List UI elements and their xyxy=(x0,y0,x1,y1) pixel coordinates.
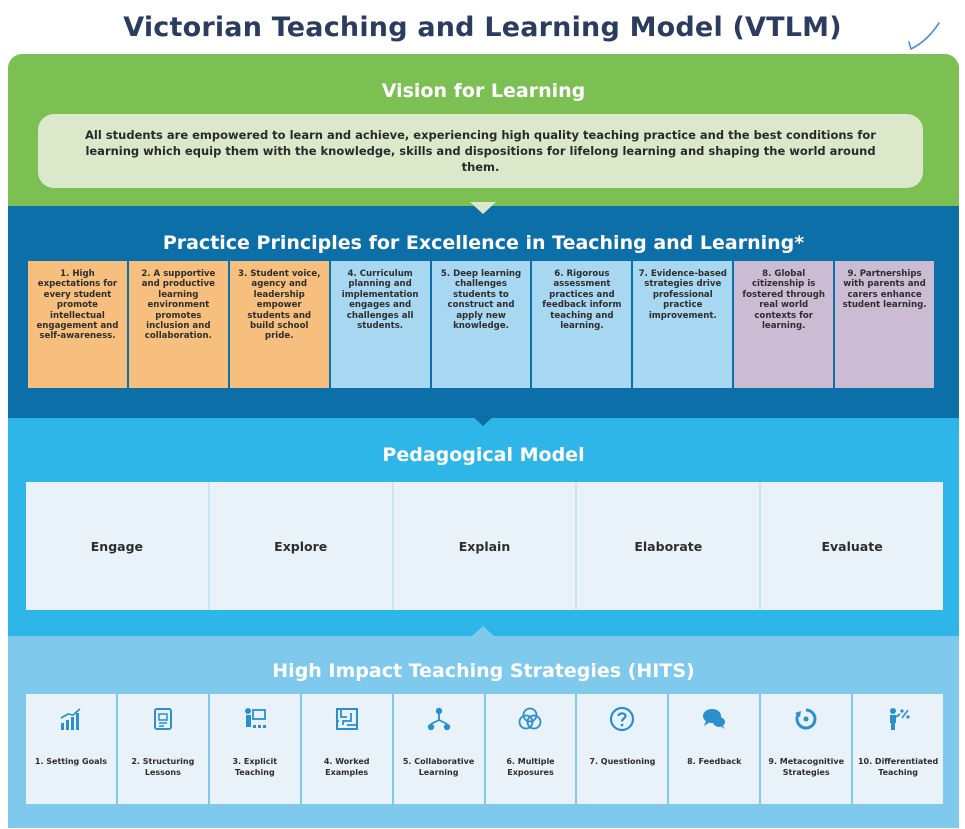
principle-3: 3. Student voice, agency and leadership … xyxy=(229,261,329,388)
hit-metacognitive-strategies: 9. Metacognitive Strategies xyxy=(761,694,852,804)
hit-label: 5. Collaborative Learning xyxy=(402,757,475,777)
principles-section: Practice Principles for Excellence in Te… xyxy=(8,206,959,418)
phase-explain: Explain xyxy=(393,482,576,610)
hit-differentiated-teaching: 10. Differentiated Teaching xyxy=(853,694,944,804)
principle-4: 4. Curriculum planning and implementatio… xyxy=(330,261,430,388)
cycle-icon xyxy=(795,708,817,730)
phase-evaluate: Evaluate xyxy=(761,482,943,610)
hit-label: 9. Metacognitive Strategies xyxy=(768,757,844,777)
lesson-plan-icon xyxy=(153,708,172,730)
vision-section: Vision for Learning All students are emp… xyxy=(8,54,959,206)
phase-elaborate: Elaborate xyxy=(577,482,760,610)
network-icon xyxy=(427,707,450,731)
vision-statement: All students are empowered to learn and … xyxy=(38,114,923,188)
hits-heading: High Impact Teaching Strategies (HITS) xyxy=(272,660,695,682)
arrow-up-icon xyxy=(470,626,496,638)
principle-6: 6. Rigorous assessment practices and fee… xyxy=(532,261,632,388)
hit-collaborative-learning: 5. Collaborative Learning xyxy=(393,694,484,804)
principle-9: 9. Partnerships with parents and carers … xyxy=(835,261,935,388)
question-icon xyxy=(610,706,635,732)
pedagogy-heading: Pedagogical Model xyxy=(382,444,585,466)
vision-heading: Vision for Learning xyxy=(381,80,586,102)
principle-2: 2. A supportive and productive learning … xyxy=(128,261,228,388)
hit-label: 2. Structuring Lessons xyxy=(131,757,195,777)
hit-label: 7. Questioning xyxy=(589,757,656,766)
phases-row: Engage Explore Explain Elaborate Evaluat… xyxy=(26,482,943,610)
hit-questioning: 7. Questioning xyxy=(577,694,668,804)
phase-engage: Engage xyxy=(26,482,208,610)
pen-stroke-mark xyxy=(908,22,940,50)
maze-icon xyxy=(335,708,358,730)
hit-worked-examples: 4. Worked Examples xyxy=(301,694,392,804)
arrow-down-icon xyxy=(470,202,496,214)
hit-setting-goals: 1. Setting Goals xyxy=(26,694,116,804)
hit-label: 4. Worked Examples xyxy=(323,757,370,777)
principles-row: 1. High expectations for every student p… xyxy=(28,261,935,388)
hit-label: 6. Multiple Exposures xyxy=(506,757,555,777)
person-percent-icon xyxy=(890,708,910,730)
hit-explicit-teaching: 3. Explicit Teaching xyxy=(209,694,300,804)
hits-row: 1. Setting Goals 2. Structuring Lessons … xyxy=(26,694,944,804)
hit-label: 10. Differentiated Teaching xyxy=(857,757,939,777)
bar-chart-icon xyxy=(60,708,81,730)
hit-label: 8. Feedback xyxy=(687,757,742,766)
principle-8: 8. Global citizenship is fostered throug… xyxy=(734,261,834,388)
principles-heading: Practice Principles for Excellence in Te… xyxy=(162,232,805,254)
principle-5: 5. Deep learning challenges students to … xyxy=(431,261,531,388)
pedagogy-section: Pedagogical Model Engage Explore Explain… xyxy=(8,418,959,636)
phase-explore: Explore xyxy=(209,482,392,610)
page-title: Victorian Teaching and Learning Model (V… xyxy=(123,12,842,43)
hit-multiple-exposures: 6. Multiple Exposures xyxy=(485,694,576,804)
principle-1: 1. High expectations for every student p… xyxy=(28,261,127,388)
arrow-down-icon xyxy=(470,414,496,426)
speech-bubbles-icon xyxy=(703,709,726,729)
teacher-board-icon xyxy=(244,708,266,728)
hit-structuring-lessons: 2. Structuring Lessons xyxy=(117,694,208,804)
principle-7: 7. Evidence-based strategies drive profe… xyxy=(633,261,733,388)
hit-label: 1. Setting Goals xyxy=(34,757,108,766)
hits-section: High Impact Teaching Strategies (HITS) 1… xyxy=(8,636,959,828)
venn-icon xyxy=(519,707,542,730)
hit-label: 3. Explicit Teaching xyxy=(232,757,278,777)
hit-feedback: 8. Feedback xyxy=(669,694,760,804)
